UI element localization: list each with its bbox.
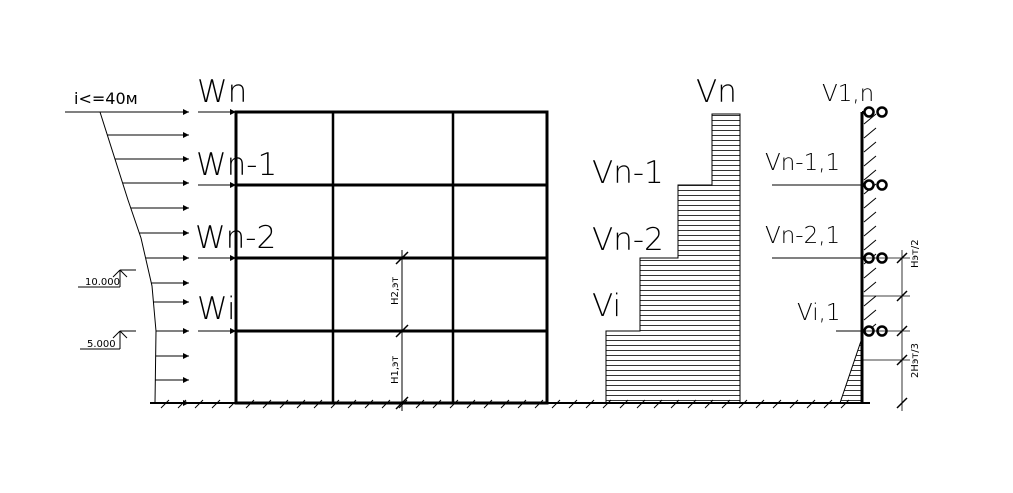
ground-tick xyxy=(823,399,833,409)
shear-label-vn-1: Vn-1 xyxy=(592,155,664,191)
support-hinge xyxy=(863,106,875,118)
support-base-wedge xyxy=(839,337,863,404)
load-label-wi: Wi xyxy=(197,291,236,327)
shear-label-vn-2: Vn-2 xyxy=(592,222,664,258)
support-wall-tick xyxy=(863,155,877,167)
wind-profile-outline xyxy=(99,111,157,404)
level-label-5: 5.000 xyxy=(87,339,116,350)
ground-tick xyxy=(755,399,765,409)
support-wall-tick xyxy=(863,239,877,251)
support-label-vn-2: Vn-2,1 xyxy=(765,223,840,249)
support-wall-tick xyxy=(863,225,877,237)
support-wall-tick xyxy=(863,141,877,153)
support-wall-tick xyxy=(863,113,877,125)
level-label-10: 10.000 xyxy=(85,277,120,288)
dim-label-h2: H2,эт xyxy=(390,276,401,305)
support-wall-hatch xyxy=(863,113,877,335)
storey-dimension: H2,эт H1,эт xyxy=(390,250,409,411)
support-wall-tick xyxy=(863,169,877,181)
level-mark-5: 5.000 xyxy=(80,330,136,350)
support-hinge xyxy=(876,106,888,118)
dim-label-two-thirds: 2Нэт/3 xyxy=(910,343,921,378)
support-label-vn-1: Vn-1,1 xyxy=(765,150,840,176)
wind-range-label: i<=40м xyxy=(74,89,138,108)
ground-tick xyxy=(772,399,782,409)
shear-stepped-area xyxy=(605,113,741,404)
support-nodes xyxy=(862,106,888,337)
load-label-wn-1: Wn-1 xyxy=(196,147,277,183)
support-label-vi: Vi,1 xyxy=(797,300,841,326)
ground-tick xyxy=(789,399,799,409)
ground-tick xyxy=(194,399,204,409)
load-label-wn-2: Wn-2 xyxy=(195,220,276,256)
support-wall-tick xyxy=(863,309,877,321)
support-column: V1,n Vn-1,1 Vn-2,1 Vi,1 Нэт/2 2Нэт/3 xyxy=(765,81,921,411)
support-hinge xyxy=(876,179,888,191)
ground-tick xyxy=(160,399,170,409)
dim-label-h1: H1,эт xyxy=(390,355,401,384)
ground-tick xyxy=(551,399,561,409)
shear-label-vn: Vn xyxy=(696,74,737,110)
ground-tick xyxy=(211,399,221,409)
ground-tick xyxy=(806,399,816,409)
ground-tick xyxy=(738,399,748,409)
support-hinge xyxy=(863,179,875,191)
support-dimension: Нэт/2 2Нэт/3 xyxy=(862,239,921,411)
wind-profile: i<=40м 10.000 5.000 xyxy=(65,89,189,406)
shear-diagram: Vn Vn-1 Vn-2 Vi xyxy=(592,74,741,404)
support-wall-tick xyxy=(863,127,877,139)
level-mark-10: 10.000 xyxy=(78,269,136,288)
support-label-v1n: V1,n xyxy=(822,81,874,107)
support-wall-tick xyxy=(863,295,877,307)
frame: Wn Wn-1 Wn-2 Wi H2,эт H1,эт xyxy=(195,74,549,411)
load-label-wn: Wn xyxy=(197,74,247,110)
ground-tick xyxy=(585,399,595,409)
support-wall-tick xyxy=(863,211,877,223)
support-wall-tick xyxy=(863,281,877,293)
wind-arrows xyxy=(100,109,189,406)
support-wall-tick xyxy=(863,197,877,209)
ground-tick xyxy=(568,399,578,409)
dim-label-half: Нэт/2 xyxy=(910,239,921,268)
support-wall-tick xyxy=(863,267,877,279)
shear-label-vi: Vi xyxy=(592,288,621,324)
